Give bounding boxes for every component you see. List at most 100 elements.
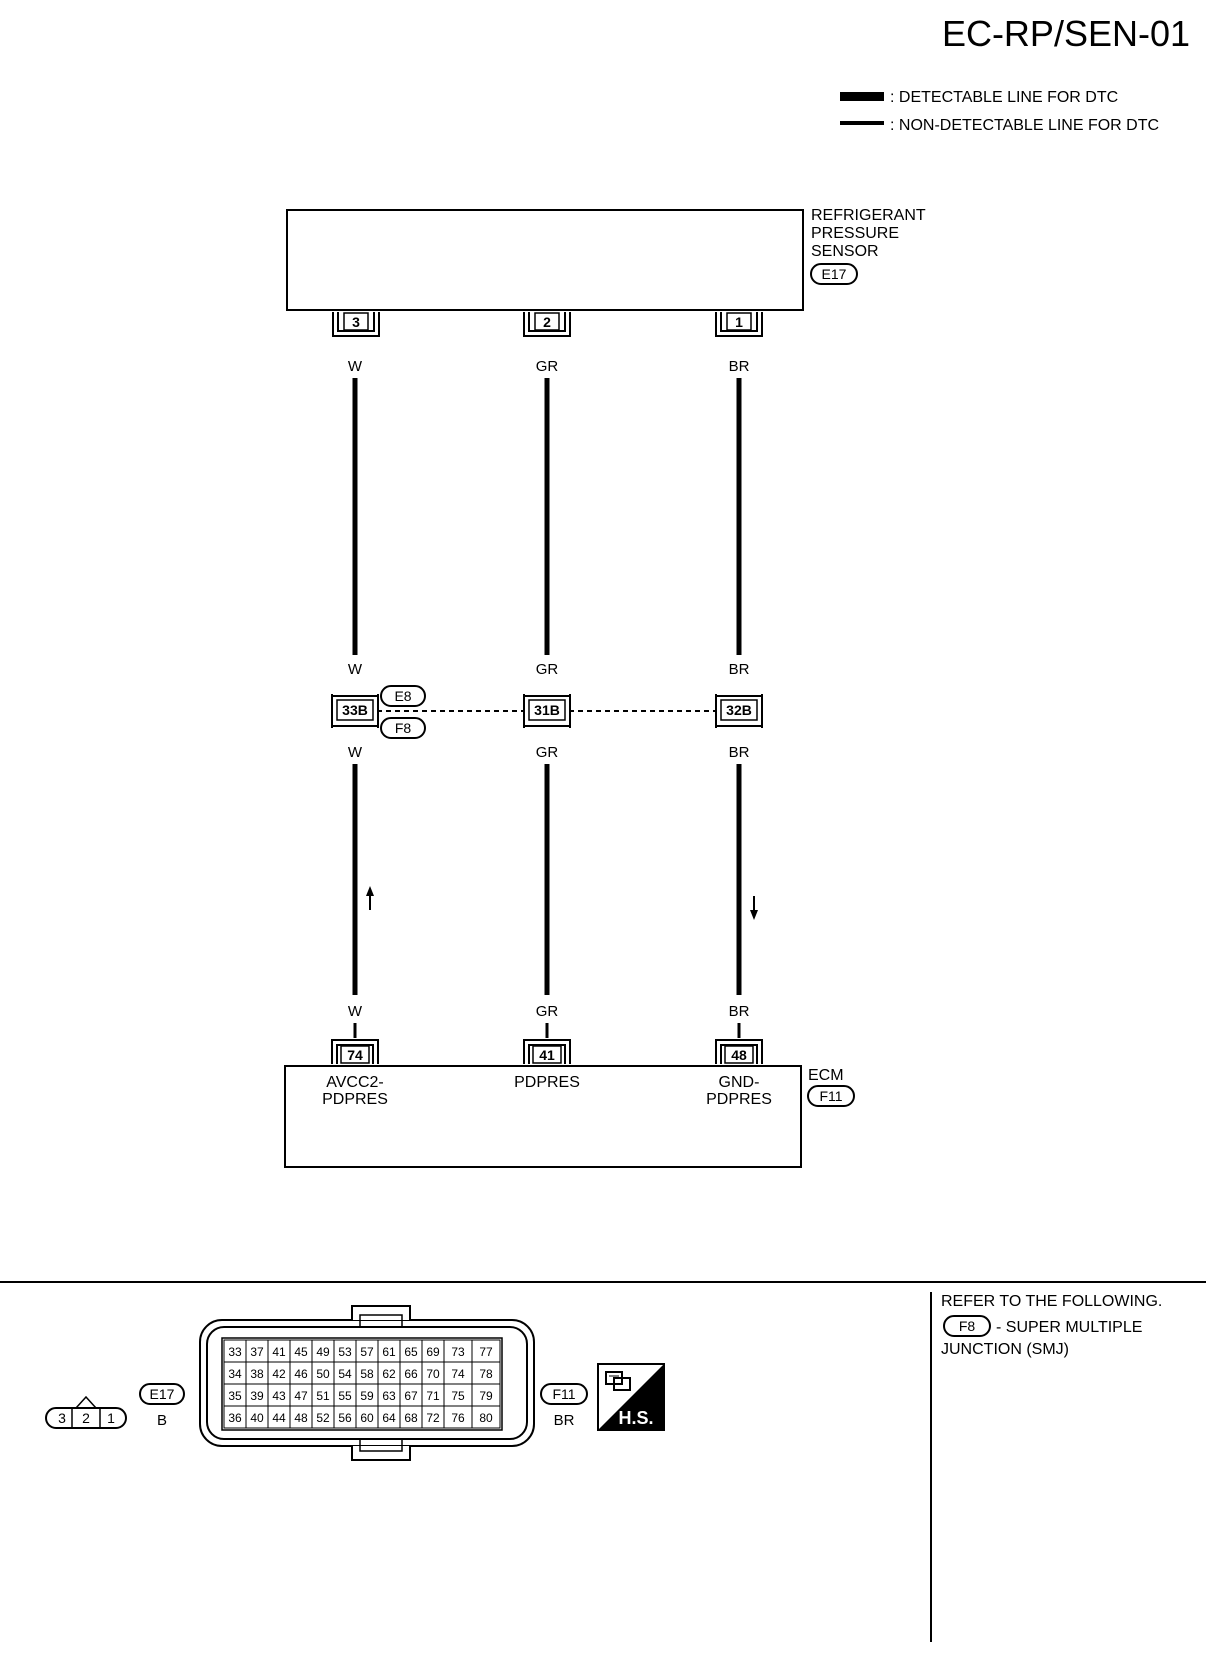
wire-color-label: BR (729, 661, 750, 678)
sensor-name-line3: SENSOR (811, 243, 879, 260)
ecm-terminal-label: PDPRES (514, 1074, 580, 1091)
f11-pin-label: 67 (404, 1389, 418, 1403)
f11-pin-label: 48 (294, 1411, 308, 1425)
f11-pin-label: 70 (426, 1367, 440, 1381)
f11-pin-label: 41 (272, 1345, 286, 1359)
e17-id: E17 (150, 1386, 175, 1402)
f11-pin-label: 38 (250, 1367, 264, 1381)
e17-color: B (157, 1412, 167, 1429)
legend-detectable-label: : DETECTABLE LINE FOR DTC (890, 89, 1118, 106)
sensor-connector-id: E17 (822, 266, 847, 282)
junction-pin-33b-label: 33B (342, 702, 368, 718)
e17-pin-label: 1 (107, 1410, 115, 1426)
f11-pin-label: 36 (228, 1411, 242, 1425)
sensor-pin-3-label: 3 (352, 314, 360, 330)
f11-pin-label: 40 (250, 1411, 264, 1425)
wire-color-label: W (348, 358, 363, 375)
reference-connector-badge (943, 1315, 991, 1337)
ecm-connector-badge (807, 1085, 855, 1107)
wire-color-label: BR (729, 1003, 750, 1020)
ecm-module: AVCC2- PDPRES PDPRES GND- PDPRES ECM F11 (284, 1065, 855, 1168)
f11-id: F11 (552, 1386, 575, 1402)
sensor-pin-2: 2 (523, 312, 571, 337)
reference-line2: - SUPER MULTIPLE (996, 1319, 1142, 1336)
reference-line1: REFER TO THE FOLLOWING. (941, 1293, 1162, 1310)
non-detectable-line-swatch (840, 121, 884, 125)
f11-pin-label: 76 (451, 1411, 465, 1425)
f11-pin-label: 54 (338, 1367, 352, 1381)
ecm-pin-48: 48 (715, 1039, 763, 1064)
junction-pin-31b-label: 31B (534, 702, 560, 718)
junction-connector: 33B 31B 32B E8 F8 (331, 685, 763, 739)
f11-pin-label: 73 (451, 1345, 465, 1359)
ecm-pin-48-label: 48 (731, 1047, 747, 1063)
ecm-pin-41: 41 (523, 1039, 571, 1064)
f11-pin-label: 50 (316, 1367, 330, 1381)
f11-id-badge (540, 1383, 588, 1405)
f11-pin-label: 77 (479, 1345, 493, 1359)
f11-pin-label: 61 (382, 1345, 396, 1359)
f11-pin-label: 39 (250, 1389, 264, 1403)
wire-color-label: BR (729, 358, 750, 375)
sensor-name-line2: PRESSURE (811, 225, 899, 242)
ecm-pin-74-label: 74 (347, 1047, 363, 1063)
f11-pin-label: 43 (272, 1389, 286, 1403)
f11-pin-label: 45 (294, 1345, 308, 1359)
f11-pin-label: 49 (316, 1345, 330, 1359)
f11-pin-label: 74 (451, 1367, 465, 1381)
f11-pin-label: 80 (479, 1411, 493, 1425)
hs-label: H.S. (618, 1408, 653, 1428)
junction-pin-32b: 32B (715, 694, 763, 728)
f11-pin-label: 33 (228, 1345, 242, 1359)
junction-connector-id-bottom: F8 (395, 720, 412, 736)
f11-color: BR (554, 1412, 575, 1429)
e17-id-badge (139, 1383, 185, 1405)
wire-color-label: GR (536, 358, 559, 375)
f11-pin-label: 52 (316, 1411, 330, 1425)
wire-color-label: W (348, 661, 363, 678)
refrigerant-pressure-sensor: REFRIGERANT PRESSURE SENSOR E17 (286, 207, 926, 311)
junction-connector-badge (380, 717, 426, 739)
ecm-terminal-label: PDPRES (322, 1091, 388, 1108)
upper-wires (352, 378, 742, 655)
sensor-pins: 3 2 1 (332, 312, 763, 337)
sensor-connector-badge (810, 263, 858, 285)
f11-pin-label: 56 (338, 1411, 352, 1425)
f11-pin-label: 63 (382, 1389, 396, 1403)
ecm-pin-41-label: 41 (539, 1047, 555, 1063)
sensor-pin-3: 3 (332, 312, 380, 337)
sensor-pin-1: 1 (715, 312, 763, 337)
f11-pin-label: 44 (272, 1411, 286, 1425)
wire-color-label: GR (536, 1003, 559, 1020)
ecm-terminal-label: GND- (719, 1074, 760, 1091)
detectable-line-swatch (840, 92, 884, 101)
f11-pin-label: 37 (250, 1345, 264, 1359)
f11-pin-label: 51 (316, 1389, 330, 1403)
f11-top-latch (351, 1305, 411, 1320)
junction-pin-31b: 31B (523, 694, 571, 728)
wire-color-label: GR (536, 744, 559, 761)
f11-pin-label: 66 (404, 1367, 418, 1381)
f11-pin-label: 58 (360, 1367, 374, 1381)
f11-pin-label: 35 (228, 1389, 242, 1403)
ecm-box (284, 1065, 802, 1168)
f11-pin-label: 55 (338, 1389, 352, 1403)
reference-line3: JUNCTION (SMJ) (941, 1341, 1069, 1358)
f11-pin-label: 47 (294, 1389, 308, 1403)
wire-color-label: BR (729, 744, 750, 761)
wire-color-label: W (348, 744, 363, 761)
sensor-box (286, 209, 804, 311)
sensor-pin-2-label: 2 (543, 314, 551, 330)
e17-pin-label: 3 (58, 1410, 66, 1426)
ecm-pin-74: 74 (331, 1039, 379, 1064)
f11-pin-label: 57 (360, 1345, 374, 1359)
ecm-connector-id: F11 (819, 1088, 842, 1104)
f11-pin-label: 60 (360, 1411, 374, 1425)
junction-pin-32b-label: 32B (726, 702, 752, 718)
f11-bottom-latch (351, 1446, 411, 1461)
f11-pin-label: 62 (382, 1367, 396, 1381)
f11-grid-frame (221, 1337, 503, 1431)
sensor-name-line1: REFRIGERANT (811, 207, 926, 224)
